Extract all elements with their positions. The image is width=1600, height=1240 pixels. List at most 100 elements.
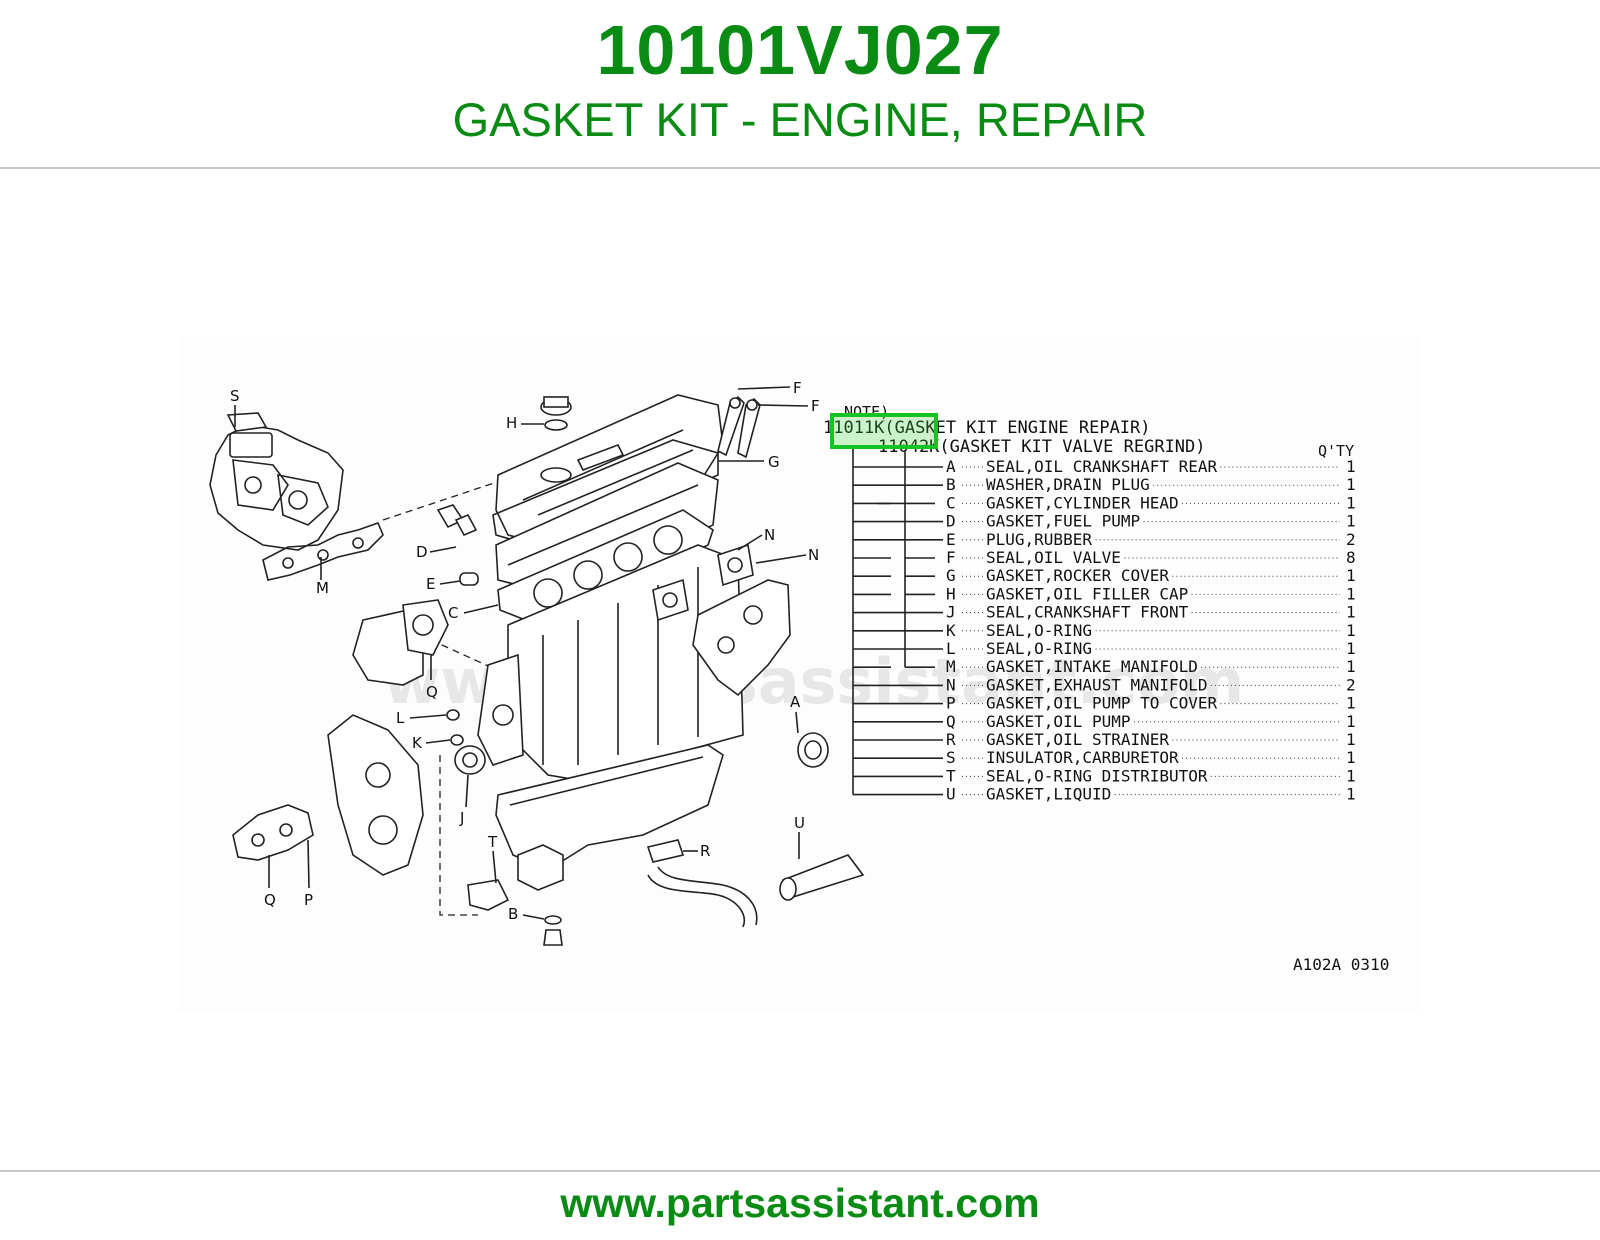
part-name: GASKET,OIL STRAINER bbox=[986, 730, 1169, 749]
part-letter: E bbox=[946, 530, 956, 549]
o-ring-drawing bbox=[446, 709, 464, 746]
part-qty: 1 bbox=[1346, 712, 1356, 731]
parts-list: NOTE) 11011K(GASKET KIT ENGINE REPAIR) 1… bbox=[823, 403, 1356, 804]
part-qty: 1 bbox=[1346, 730, 1356, 749]
part-qty: 1 bbox=[1346, 584, 1356, 603]
oil-pan-drawing bbox=[495, 744, 724, 871]
part-name: SEAL,O-RING bbox=[986, 621, 1092, 640]
exhaust-manifold-drawing bbox=[692, 579, 791, 697]
header-divider bbox=[0, 167, 1600, 169]
part-qty: 1 bbox=[1346, 657, 1356, 676]
part-name: GASKET,ROCKER COVER bbox=[986, 566, 1169, 585]
part-qty: 1 bbox=[1346, 694, 1356, 713]
head-gasket-drawing bbox=[497, 509, 714, 626]
callout-n-2: N bbox=[808, 546, 819, 564]
oil-pump-drawing bbox=[352, 599, 449, 686]
part-description: GASKET KIT - ENGINE, REPAIR bbox=[452, 93, 1148, 146]
part-qty: 2 bbox=[1346, 530, 1356, 549]
footer-divider bbox=[0, 1170, 1600, 1172]
kit-highlight-box[interactable] bbox=[830, 413, 938, 449]
part-qty: 1 bbox=[1346, 621, 1356, 640]
part-name: PLUG,RUBBER bbox=[986, 530, 1092, 549]
callout-r: R bbox=[700, 842, 710, 860]
part-name: GASKET,FUEL PUMP bbox=[986, 512, 1140, 531]
callout-h: H bbox=[506, 414, 517, 432]
kit-tree-main bbox=[852, 445, 891, 796]
exhaust-gasket-drawing bbox=[652, 543, 754, 622]
page-header: 10101VJ027 GASKET KIT - ENGINE, REPAIR bbox=[0, 0, 1600, 168]
front-cover-drawing bbox=[327, 714, 424, 876]
part-qty: 1 bbox=[1346, 493, 1356, 512]
part-letter: P bbox=[946, 694, 956, 713]
oil-pump-gasket-drawing bbox=[232, 804, 314, 861]
part-letter: K bbox=[946, 621, 956, 640]
part-letter: D bbox=[946, 512, 956, 531]
part-number: 10101VJ027 bbox=[596, 11, 1004, 89]
rocker-cover-drawing bbox=[495, 394, 724, 546]
part-qty: 2 bbox=[1346, 675, 1356, 694]
kit-tree-sub bbox=[877, 450, 943, 796]
part-name: WASHER,DRAIN PLUG bbox=[986, 475, 1150, 494]
callout-n-1: N bbox=[764, 526, 775, 544]
kit-line-1: 11011K(GASKET KIT ENGINE REPAIR) bbox=[823, 418, 1151, 438]
callout-b: B bbox=[508, 905, 518, 923]
oil-strainer-drawing bbox=[646, 839, 758, 928]
part-name: GASKET,LIQUID bbox=[986, 785, 1111, 804]
part-name: SEAL,OIL CRANKSHAFT REAR bbox=[986, 457, 1218, 476]
rubber-plug-drawing bbox=[459, 572, 479, 586]
cylinder-head-drawing bbox=[492, 439, 719, 596]
liquid-gasket-tube-drawing bbox=[779, 854, 865, 901]
part-name: INSULATOR,CARBURETOR bbox=[986, 748, 1179, 767]
callout-q-2: Q bbox=[264, 891, 276, 909]
callout-l: L bbox=[396, 709, 405, 727]
part-letter: H bbox=[946, 584, 956, 603]
drain-plug-drawing bbox=[543, 915, 563, 946]
callout-a: A bbox=[790, 693, 801, 711]
callout-labels: S H F F G D E M C N N Q L K bbox=[230, 379, 820, 923]
callout-q-1: Q bbox=[426, 683, 438, 701]
part-letter: N bbox=[946, 675, 956, 694]
parts-diagram: www.partsassistant.com bbox=[178, 335, 1420, 1011]
footer-url[interactable]: www.partsassistant.com bbox=[560, 1180, 1040, 1226]
part-letter: S bbox=[946, 748, 956, 767]
part-letter: Q bbox=[946, 712, 956, 731]
callout-f-2: F bbox=[811, 397, 820, 415]
part-letter: C bbox=[946, 493, 956, 512]
crankshaft-rear-seal-drawing bbox=[797, 732, 829, 768]
intake-manifold-drawing bbox=[209, 424, 344, 551]
callout-e: E bbox=[426, 575, 435, 593]
part-qty: 1 bbox=[1346, 785, 1356, 804]
part-letter: G bbox=[946, 566, 956, 585]
crankshaft-front-seal-drawing bbox=[454, 745, 486, 775]
exploded-view-drawing: www.partsassistant.com bbox=[209, 379, 1389, 974]
callout-d: D bbox=[416, 543, 428, 561]
part-name: GASKET,CYLINDER HEAD bbox=[986, 493, 1179, 512]
part-qty: 1 bbox=[1346, 639, 1356, 658]
valve-seal-drawing bbox=[717, 395, 761, 459]
part-name: GASKET,OIL PUMP TO COVER bbox=[986, 694, 1218, 713]
callout-j: J bbox=[459, 809, 464, 827]
callout-m: M bbox=[316, 579, 329, 597]
part-letter: J bbox=[946, 603, 956, 622]
part-name: SEAL,OIL VALVE bbox=[986, 548, 1121, 567]
fuel-pump-gasket-drawing bbox=[436, 504, 478, 537]
part-qty: 1 bbox=[1346, 566, 1356, 585]
part-letter: T bbox=[946, 766, 956, 785]
part-qty: 1 bbox=[1346, 457, 1356, 476]
carburetor-insulator-drawing bbox=[226, 412, 268, 432]
callout-k: K bbox=[412, 734, 423, 752]
part-letter: M bbox=[946, 657, 956, 676]
part-letter: F bbox=[946, 548, 956, 567]
callout-u: U bbox=[794, 814, 805, 832]
part-letter: B bbox=[946, 475, 956, 494]
distributor-drawing bbox=[467, 844, 564, 911]
part-letter: R bbox=[946, 730, 956, 749]
part-letter: A bbox=[946, 457, 956, 476]
part-name: SEAL,O-RING bbox=[986, 639, 1092, 658]
part-qty: 8 bbox=[1346, 548, 1356, 567]
oil-filler-cap-drawing bbox=[540, 396, 572, 431]
callout-c: C bbox=[448, 604, 458, 622]
part-letter: L bbox=[946, 639, 956, 658]
part-name: GASKET,INTAKE MANIFOLD bbox=[986, 657, 1198, 676]
